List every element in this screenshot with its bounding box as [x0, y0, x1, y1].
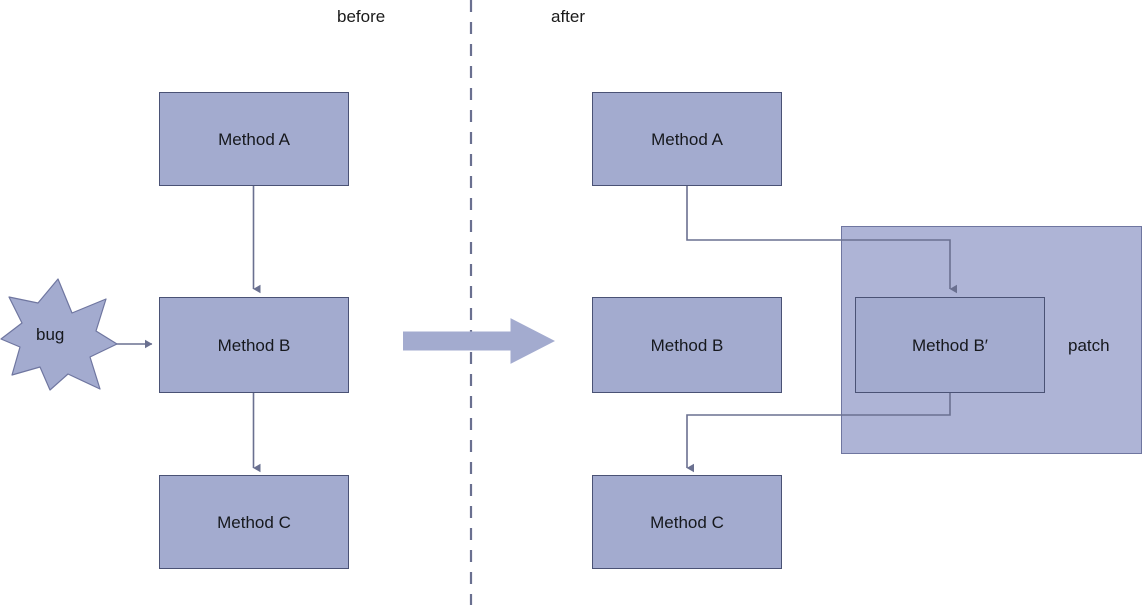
patch-label: patch — [1068, 336, 1110, 355]
node-label: Method A — [218, 129, 290, 149]
node-label: Method B′ — [912, 335, 988, 355]
node-label: Method A — [651, 129, 723, 149]
block-arrow-right-icon — [403, 318, 555, 364]
node-label: Method B — [217, 335, 291, 355]
panel-label-after: after — [551, 7, 586, 26]
bug-label: bug — [36, 325, 65, 344]
bug-starburst-icon[interactable] — [0, 277, 118, 391]
node-method-a[interactable]: Method A — [159, 92, 349, 186]
node-method-b-prime[interactable]: Method B′ — [855, 297, 1045, 393]
node-method-a-after[interactable]: Method A — [592, 92, 782, 186]
node-label: Method C — [217, 512, 291, 532]
panel-label-before: before — [337, 7, 386, 26]
node-method-b[interactable]: Method B — [159, 297, 349, 393]
node-label: Method B — [650, 335, 724, 355]
node-method-c[interactable]: Method C — [159, 475, 349, 569]
node-method-c-after[interactable]: Method C — [592, 475, 782, 569]
node-label: Method C — [650, 512, 724, 532]
node-method-b-after[interactable]: Method B — [592, 297, 782, 393]
